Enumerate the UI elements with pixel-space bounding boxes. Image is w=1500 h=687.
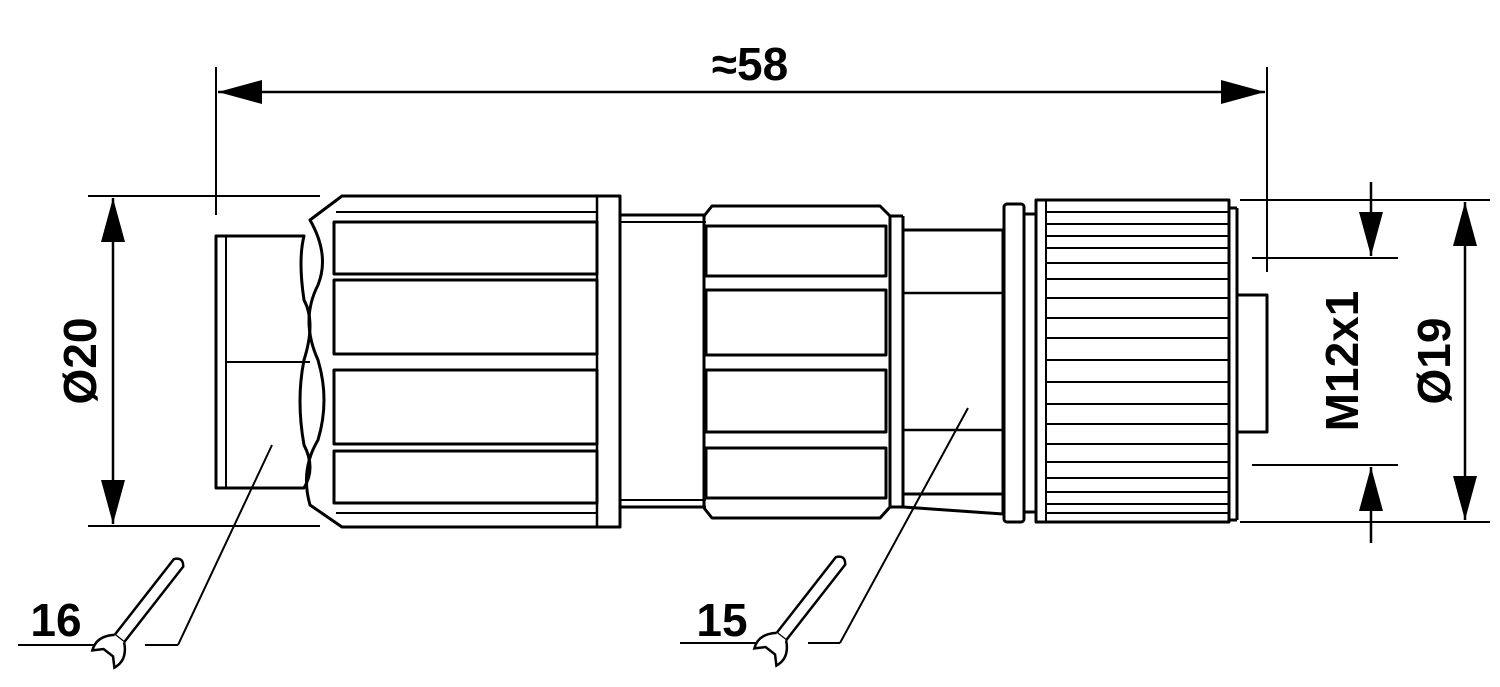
knurl-lines [1046,211,1229,514]
wrench-size-left: 16 [30,594,81,646]
front-contact-carrier [1237,293,1269,434]
dimension-arrow-icon [1221,80,1265,104]
leader-line [839,407,969,644]
dimension-arrow-icon [1359,212,1383,256]
connector-body [214,194,1269,529]
open-end-wrench-icon [90,557,185,670]
length-label: ≈58 [712,38,788,90]
thread-dimension: M12x1 [1252,182,1398,543]
collar-ring [1002,202,1036,524]
wrench-size-right: 15 [696,594,747,646]
leader-line [177,444,273,646]
thread-label: M12x1 [1316,291,1368,432]
wrench-callout-right: 15 [680,407,969,668]
cable-gland-body [304,194,622,529]
front-body [902,228,1005,516]
open-end-wrench-icon [752,555,847,668]
dimension-arrow-icon [218,80,262,104]
coupling-diameter-label: Ø19 [1408,318,1460,405]
wrench-callout-left: 16 [18,444,273,670]
dimension-arrow-icon [101,480,125,524]
dimension-arrow-icon [1453,476,1477,520]
dimension-arrow-icon [101,198,125,242]
nut-diameter-label: Ø20 [54,318,106,405]
nut-diameter-dimension: Ø20 [54,195,320,527]
coupling-diameter-dimension: Ø19 [1240,199,1490,523]
intermediate-sleeve [620,213,706,509]
middle-hex-nut [702,204,905,520]
dimension-arrow-icon [1453,202,1477,246]
dimension-arrow-icon [1359,467,1383,511]
rear-hex-nut [214,234,312,490]
length-dimension: ≈58 [215,38,1268,272]
